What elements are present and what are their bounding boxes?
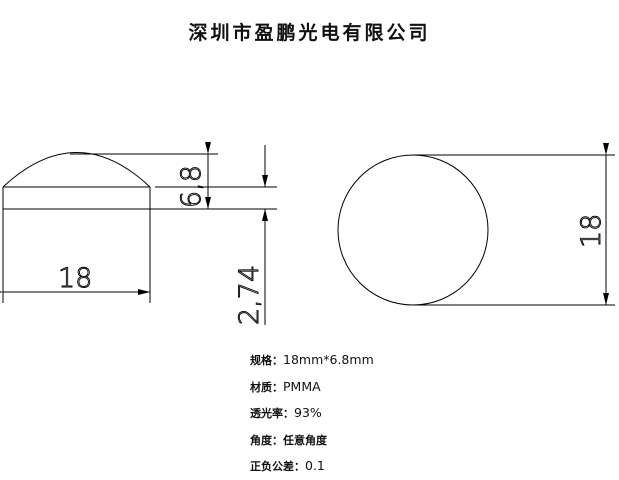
lens-circle — [337, 154, 489, 306]
spec-size: 规格：18mm*6.8mm — [250, 352, 374, 367]
base-label: 2,74 — [234, 265, 265, 325]
top-view — [337, 143, 615, 306]
side-view — [0, 142, 277, 325]
spec-transmittance: 透光率：93% — [250, 405, 322, 420]
height-label: 6,8 — [176, 165, 207, 208]
spec-list: 规格：18mm*6.8mm 材质：PMMA 透光率：93% 角度：任意角度 正负… — [250, 347, 374, 480]
company-title: 深圳市盈鹏光电有限公司 — [188, 22, 431, 44]
spec-tolerance: 正负公差：0.1 — [250, 458, 325, 473]
spec-angle: 角度：任意角度 — [250, 433, 327, 447]
lens-dome-arc — [2, 152, 151, 188]
width-label: 18 — [58, 263, 92, 294]
spec-material: 材质：PMMA — [250, 378, 321, 394]
diameter-label: 18 — [576, 214, 607, 248]
